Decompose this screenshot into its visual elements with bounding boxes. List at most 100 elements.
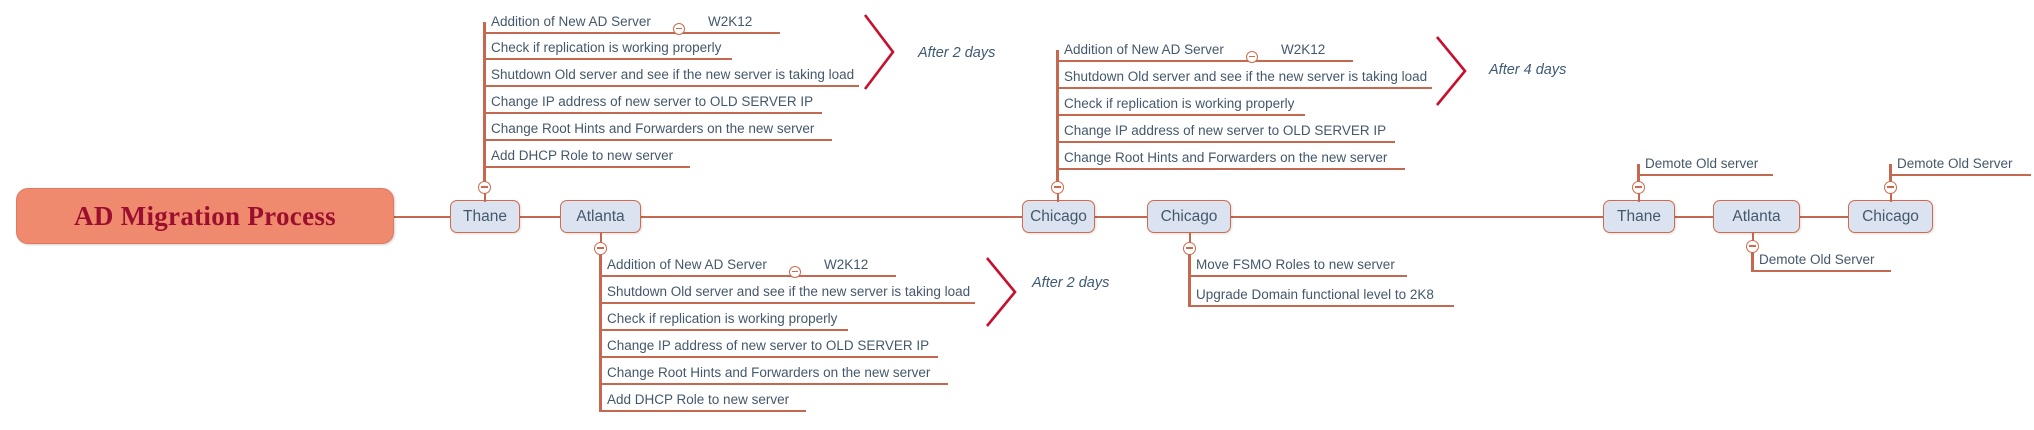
leaf-label: W2K12 — [708, 14, 753, 29]
leaf-label: Shutdown Old server and see if the new s… — [1064, 69, 1428, 84]
leaf-chicago1-addition-of-new-ad-server[interactable]: Addition of New AD Server — [1056, 40, 1278, 62]
collapse-toggle-thane-2[interactable] — [1632, 181, 1645, 194]
leaf-atlanta1-change-ip-address[interactable]: Change IP address of new server to OLD S… — [599, 336, 938, 358]
leaf-label: Shutdown Old server and see if the new s… — [491, 67, 855, 82]
connector-atlanta1-to-chicago1 — [641, 216, 1022, 219]
leaf-label: W2K12 — [824, 257, 869, 272]
connector-chicago2-stub — [1189, 232, 1192, 246]
leaf-thane1-check-replication[interactable]: Check if replication is working properly — [483, 38, 732, 60]
collapse-minus-icon-atlanta1-addition[interactable] — [789, 266, 801, 278]
node-atlanta-1[interactable]: Atlanta — [560, 200, 641, 233]
leaf-label: Move FSMO Roles to new server — [1196, 257, 1395, 272]
node-atlanta-2-label: Atlanta — [1732, 207, 1781, 225]
root-node-ad-migration-process[interactable]: AD Migration Process — [16, 188, 394, 244]
connector-thane2-to-atlanta2 — [1675, 216, 1713, 219]
branch-spine-chicago-1 — [1056, 50, 1059, 182]
leaf-label: Add DHCP Role to new server — [491, 148, 674, 163]
collapse-toggle-atlanta-1[interactable] — [594, 242, 607, 255]
leaf-label: Addition of New AD Server — [491, 14, 651, 29]
node-chicago-1[interactable]: Chicago — [1022, 200, 1095, 233]
leaf-label: Demote Old Server — [1759, 252, 1875, 267]
chevron-right-bracket-3 — [984, 255, 1026, 329]
collapse-toggle-chicago-3[interactable] — [1884, 181, 1897, 194]
node-chicago-2[interactable]: Chicago — [1147, 200, 1231, 233]
node-chicago-2-label: Chicago — [1160, 207, 1218, 225]
connector-thane1-to-atlanta1 — [520, 216, 560, 219]
annotation-label: After 4 days — [1489, 62, 1567, 78]
leaf-chicago2-move-fsmo-roles[interactable]: Move FSMO Roles to new server — [1188, 255, 1407, 277]
leaf-chicago1-w2k12[interactable]: W2K12 — [1273, 40, 1353, 62]
leaf-thane1-add-dhcp-role[interactable]: Add DHCP Role to new server — [483, 146, 690, 168]
leaf-label: Change Root Hints and Forwarders on the … — [607, 365, 931, 380]
node-thane-2[interactable]: Thane — [1603, 200, 1675, 233]
leaf-thane1-addition-of-new-ad-server[interactable]: Addition of New AD Server — [483, 12, 705, 34]
collapse-minus-icon-thane1-addition[interactable] — [673, 23, 685, 35]
leaf-label: Demote Old Server — [1897, 156, 2013, 171]
collapse-minus-icon-chicago1-addition[interactable] — [1246, 51, 1258, 63]
branch-spine-thane-1 — [483, 22, 486, 182]
leaf-atlanta2-demote-old-server[interactable]: Demote Old Server — [1751, 250, 1891, 272]
connector-thane2-stub — [1638, 188, 1641, 202]
leaf-atlanta1-w2k12[interactable]: W2K12 — [816, 255, 896, 277]
node-atlanta-1-label: Atlanta — [576, 207, 625, 225]
leaf-label: Change Root Hints and Forwarders on the … — [1064, 150, 1388, 165]
connector-atlanta2-stub — [1752, 232, 1755, 244]
chevron-right-bracket-1 — [862, 12, 904, 92]
leaf-chicago1-shutdown-old-server[interactable]: Shutdown Old server and see if the new s… — [1056, 67, 1432, 89]
leaf-label: Check if replication is working properly — [491, 40, 722, 55]
collapse-toggle-atlanta-2[interactable] — [1746, 240, 1759, 253]
leaf-label: Change IP address of new server to OLD S… — [607, 338, 930, 353]
leaf-atlanta1-check-replication[interactable]: Check if replication is working properly — [599, 309, 848, 331]
leaf-thane1-change-ip-address[interactable]: Change IP address of new server to OLD S… — [483, 92, 822, 114]
connector-root-to-thane1 — [394, 216, 450, 219]
leaf-label: Change IP address of new server to OLD S… — [491, 94, 814, 109]
leaf-label: Upgrade Domain functional level to 2K8 — [1196, 287, 1434, 302]
leaf-chicago1-change-root-hints[interactable]: Change Root Hints and Forwarders on the … — [1056, 148, 1405, 170]
node-atlanta-2[interactable]: Atlanta — [1713, 200, 1800, 233]
connector-atlanta1-stub — [600, 232, 603, 246]
leaf-atlanta1-change-root-hints[interactable]: Change Root Hints and Forwarders on the … — [599, 363, 948, 385]
leaf-label: W2K12 — [1281, 42, 1326, 57]
connector-chicago3-stub — [1890, 188, 1893, 202]
chevron-right-bracket-2 — [1434, 34, 1476, 108]
leaf-atlanta1-add-dhcp-role[interactable]: Add DHCP Role to new server — [599, 390, 806, 412]
leaf-chicago2-upgrade-domain-functional-level[interactable]: Upgrade Domain functional level to 2K8 — [1188, 285, 1454, 307]
leaf-label: Addition of New AD Server — [1064, 42, 1224, 57]
leaf-label: Addition of New AD Server — [607, 257, 767, 272]
annotation-after-2-days-bottom: After 2 days — [1032, 275, 1109, 291]
node-chicago-1-label: Chicago — [1030, 207, 1087, 225]
leaf-thane1-change-root-hints[interactable]: Change Root Hints and Forwarders on the … — [483, 119, 832, 141]
leaf-label: Change Root Hints and Forwarders on the … — [491, 121, 815, 136]
leaf-chicago1-check-replication[interactable]: Check if replication is working properly — [1056, 94, 1305, 116]
node-chicago-3-label: Chicago — [1862, 207, 1919, 225]
leaf-chicago3-demote-old-server[interactable]: Demote Old Server — [1889, 154, 2031, 176]
annotation-after-4-days: After 4 days — [1489, 62, 1566, 78]
branch-spine-atlanta-1 — [599, 252, 602, 412]
branch-spine-chicago-2 — [1188, 252, 1191, 307]
leaf-label: Check if replication is working properly — [1064, 96, 1295, 111]
node-chicago-3[interactable]: Chicago — [1848, 200, 1933, 233]
connector-thane1-stub — [484, 188, 487, 202]
node-thane-1[interactable]: Thane — [450, 200, 520, 233]
leaf-label: Add DHCP Role to new server — [607, 392, 790, 407]
leaf-chicago1-change-ip-address[interactable]: Change IP address of new server to OLD S… — [1056, 121, 1395, 143]
collapse-toggle-chicago-1[interactable] — [1051, 181, 1064, 194]
leaf-label: Change IP address of new server to OLD S… — [1064, 123, 1387, 138]
leaf-label: Check if replication is working properly — [607, 311, 838, 326]
leaf-atlanta1-shutdown-old-server[interactable]: Shutdown Old server and see if the new s… — [599, 282, 975, 304]
leaf-thane2-demote-old-server[interactable]: Demote Old server — [1637, 154, 1773, 176]
connector-chicago2-to-thane2 — [1231, 216, 1603, 219]
collapse-toggle-thane-1[interactable] — [478, 181, 491, 194]
collapse-toggle-chicago-2[interactable] — [1183, 242, 1196, 255]
annotation-after-2-days-top: After 2 days — [918, 45, 995, 61]
leaf-label: Demote Old server — [1645, 156, 1759, 171]
leaf-label: Shutdown Old server and see if the new s… — [607, 284, 971, 299]
branch-spine-atlanta-2 — [1751, 250, 1754, 272]
leaf-thane1-shutdown-old-server[interactable]: Shutdown Old server and see if the new s… — [483, 65, 859, 87]
leaf-atlanta1-addition-of-new-ad-server[interactable]: Addition of New AD Server — [599, 255, 821, 277]
leaf-thane1-w2k12[interactable]: W2K12 — [700, 12, 780, 34]
annotation-label: After 2 days — [918, 45, 996, 61]
node-thane-1-label: Thane — [463, 207, 507, 225]
root-node-label: AD Migration Process — [74, 200, 336, 231]
